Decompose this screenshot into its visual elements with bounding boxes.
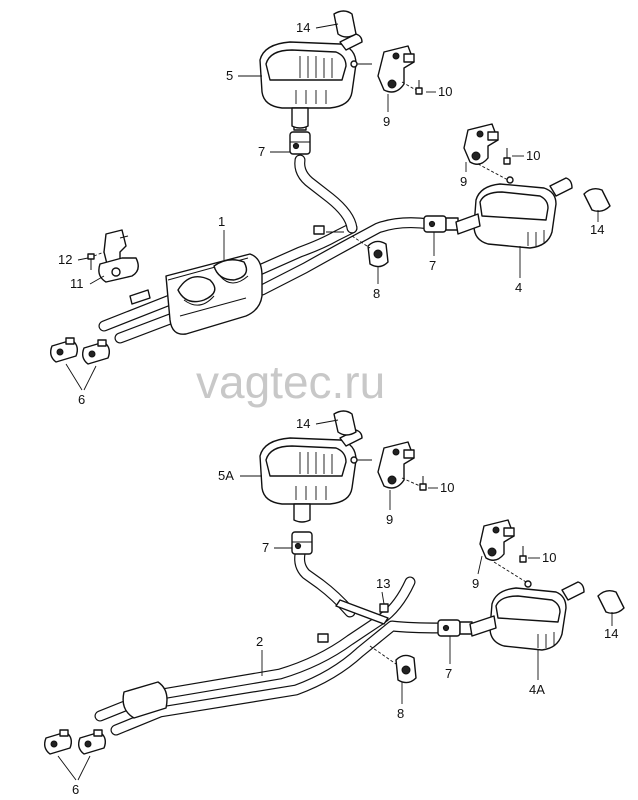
front-pipes — [98, 294, 184, 344]
hanger-part9-bottom-upper — [377, 441, 427, 491]
rear-muffler-part4 — [455, 176, 573, 249]
label-7-top-b: 7 — [429, 258, 436, 273]
upper-muffler-part5 — [259, 10, 372, 129]
label-4: 4 — [515, 280, 522, 295]
hanger-part9-right — [463, 123, 509, 181]
label-14-bottom-b: 14 — [604, 626, 618, 641]
front-pipes-bottom — [94, 548, 446, 736]
label-6-top: 6 — [78, 392, 85, 407]
center-muffler-part1 — [129, 253, 263, 335]
label-10-top-a: 10 — [438, 84, 452, 99]
label-12: 12 — [58, 252, 72, 267]
hanger-part9-upper — [377, 45, 415, 93]
label-10-bottom-a: 10 — [440, 480, 454, 495]
rear-muffler-part4A — [469, 580, 585, 651]
label-14-bottom: 14 — [296, 416, 310, 431]
label-14-top: 14 — [296, 20, 310, 35]
tail-tip-part14-bottom-right — [597, 589, 625, 615]
bottom-assembly: 14 5A 10 9 7 13 10 9 14 2 7 4A 8 6 — [43, 410, 625, 797]
bolt-part12 — [87, 251, 105, 270]
clamp-part7-bottom-right — [437, 619, 473, 637]
label-5A: 5A — [218, 468, 234, 483]
label-11: 11 — [70, 276, 84, 291]
rubber-mount-part8-bottom — [369, 645, 417, 684]
top-leader-lines — [65, 23, 599, 391]
label-7-top-a: 7 — [258, 144, 265, 159]
rubber-mount-part8 — [351, 235, 389, 268]
watermark-text: vagtec.ru — [196, 356, 385, 408]
label-13: 13 — [376, 576, 390, 591]
label-9-bottom-b: 9 — [472, 576, 479, 591]
clamp-part7-right — [423, 215, 459, 233]
label-8-bottom: 8 — [397, 706, 404, 721]
label-7-bottom-a: 7 — [262, 540, 269, 555]
hanger-part9-bottom-right — [479, 519, 527, 583]
bottom-leader-lines — [57, 419, 613, 781]
label-9-bottom-a: 9 — [386, 512, 393, 527]
bolt-part10-right — [503, 148, 511, 165]
top-assembly: 14 5 10 9 7 10 9 14 1 12 11 7 4 8 6 — [49, 10, 611, 407]
label-6-bottom: 6 — [72, 782, 79, 797]
label-10-top-b: 10 — [526, 148, 540, 163]
bolt-part10-upper — [401, 80, 423, 95]
mid-pipes — [249, 154, 436, 296]
label-7-bottom-b: 7 — [445, 666, 452, 681]
label-10-bottom-b: 10 — [542, 550, 556, 565]
label-4A: 4A — [529, 682, 545, 697]
label-1: 1 — [218, 214, 225, 229]
label-9-top-b: 9 — [460, 174, 467, 189]
tail-tip-part14-right — [583, 187, 611, 213]
label-14-top-b: 14 — [590, 222, 604, 237]
clamp-part7-bottom-upper — [291, 531, 313, 555]
clamp-pair-part6-bottom — [43, 729, 107, 755]
top-labels: 14 5 10 9 7 10 9 14 1 12 11 7 4 8 6 — [58, 20, 604, 407]
label-8-top: 8 — [373, 286, 380, 301]
bottom-labels: 14 5A 10 9 7 13 10 9 14 2 7 4A 8 6 — [72, 416, 618, 797]
clamp-pair-part6 — [49, 337, 111, 365]
hanger-part11 — [98, 229, 139, 283]
label-5: 5 — [226, 68, 233, 83]
label-9-top-a: 9 — [383, 114, 390, 129]
upper-muffler-part5A — [259, 410, 372, 523]
label-2: 2 — [256, 634, 263, 649]
